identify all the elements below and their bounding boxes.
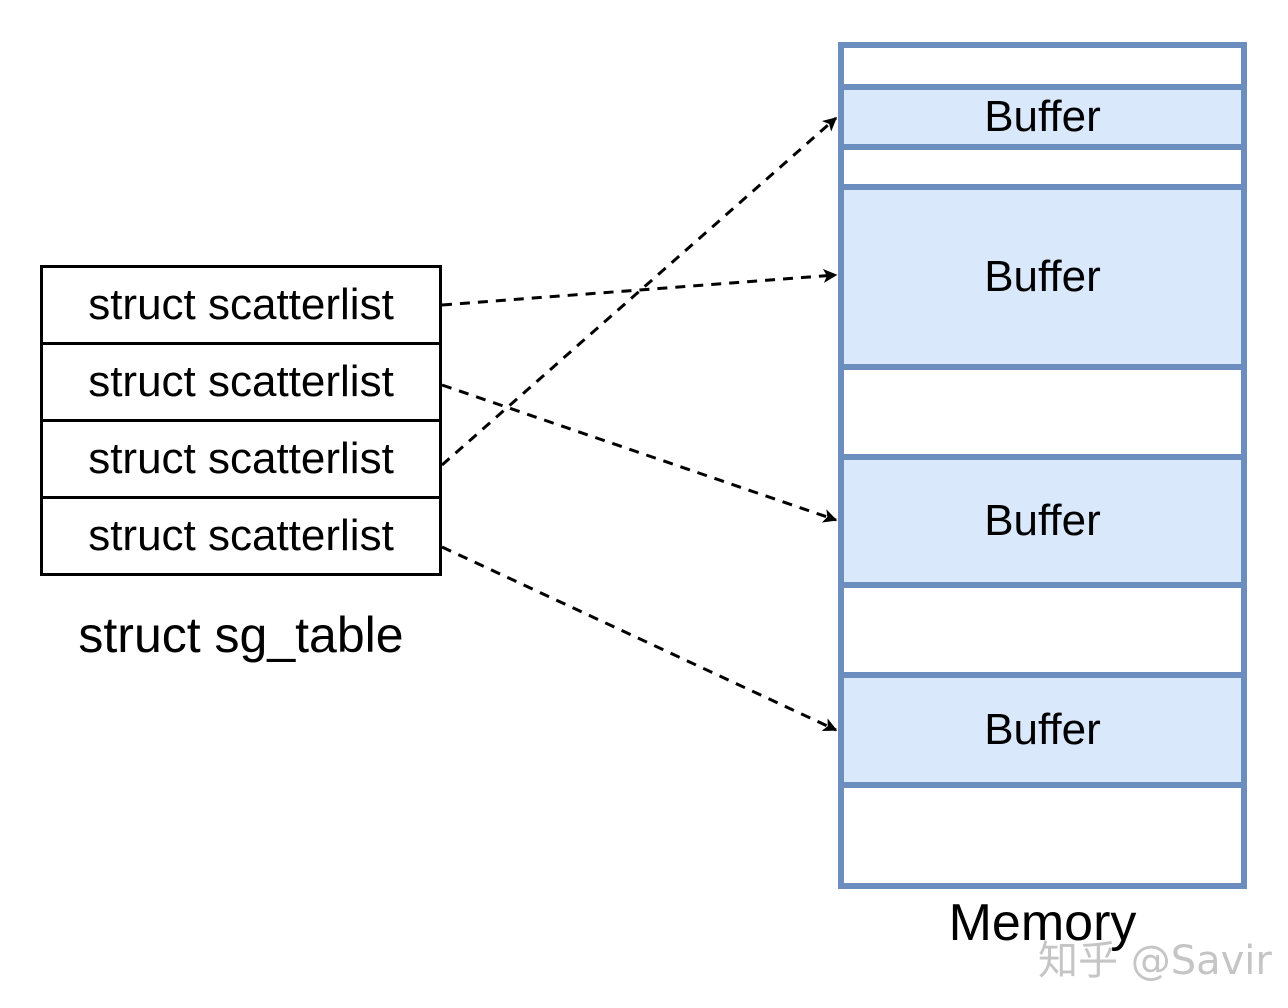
pointer-arrow-1 xyxy=(441,268,838,307)
memory-buffer-1: Buffer xyxy=(838,84,1247,150)
scatterlist-entry-3: struct scatterlist xyxy=(40,419,442,499)
watermark: 知乎 @Savir xyxy=(1038,938,1272,984)
memory-caption: Memory xyxy=(948,894,1137,952)
sg-table-caption: struct sg_table xyxy=(78,607,404,663)
buffer-label: Buffer xyxy=(984,705,1101,754)
buffer-label: Buffer xyxy=(984,252,1101,301)
scatterlist-label: struct scatterlist xyxy=(88,434,394,483)
pointer-arrow-2 xyxy=(441,383,838,523)
memory-column: Buffer Buffer Buffer Buffer xyxy=(838,42,1247,889)
memory-free-region xyxy=(838,782,1247,889)
buffer-label: Buffer xyxy=(984,496,1101,545)
memory-buffer-4: Buffer xyxy=(838,672,1247,788)
sg-table: struct scatterlist struct scatterlist st… xyxy=(40,265,442,576)
scatterlist-entry-4: struct scatterlist xyxy=(40,496,442,576)
scatterlist-entry-1: struct scatterlist xyxy=(40,265,442,345)
scatterlist-label: struct scatterlist xyxy=(88,357,394,406)
scatterlist-label: struct scatterlist xyxy=(88,511,394,560)
pointer-arrow-3 xyxy=(441,116,838,467)
scatterlist-label: struct scatterlist xyxy=(88,280,394,329)
pointer-arrow-4 xyxy=(441,545,838,732)
buffer-label: Buffer xyxy=(984,92,1101,141)
